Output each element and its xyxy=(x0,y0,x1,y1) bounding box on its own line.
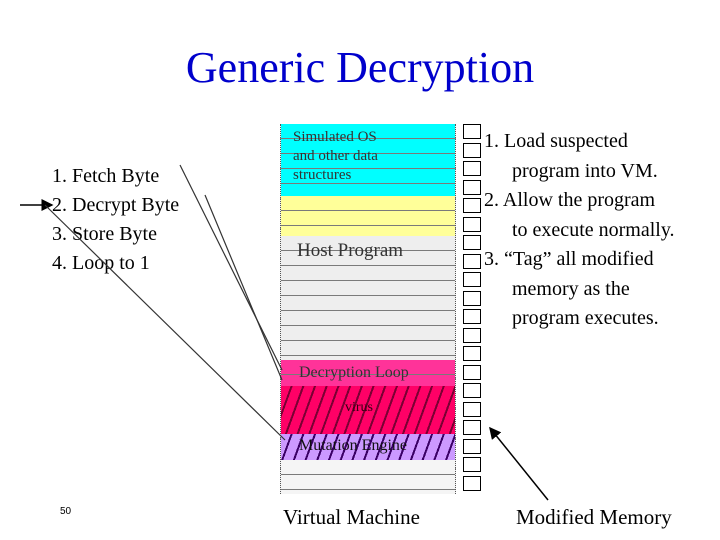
memory-cell xyxy=(463,327,481,343)
description-item-load: 1. Load suspected program into VM. xyxy=(484,130,658,182)
data-structures-region xyxy=(281,196,455,236)
memory-cell xyxy=(463,457,481,472)
process-description: 1. Load suspected program into VM. 2. Al… xyxy=(484,127,716,334)
decrypt-pointer-line-b xyxy=(44,204,286,441)
memory-cell xyxy=(463,475,481,491)
slide-title: Generic Decryption xyxy=(185,43,535,92)
memory-cell xyxy=(463,235,481,250)
memory-cell xyxy=(463,253,481,269)
mutation-engine-label: Mutation Engine xyxy=(299,437,407,454)
fetch-pointer-line xyxy=(179,164,283,371)
decryption-loop-label: Decryption Loop xyxy=(299,364,409,381)
memory-cell xyxy=(463,142,481,158)
memory-cell xyxy=(463,216,481,232)
host-program-region xyxy=(281,236,455,360)
memory-cell xyxy=(463,290,481,306)
memory-cell xyxy=(463,346,481,361)
step-decrypt-byte: 2. Decrypt Byte xyxy=(52,194,180,216)
description-item-tag: 3. “Tag” all modified memory as the prog… xyxy=(484,248,659,329)
memory-cell xyxy=(463,438,481,454)
decryption-loop-region xyxy=(281,360,455,386)
modified-memory-arrow xyxy=(489,426,549,501)
virtual-machine-caption: Virtual Machine xyxy=(283,505,420,529)
memory-cell xyxy=(463,124,481,139)
description-item-execute: 2. Allow the program to execute normally… xyxy=(484,189,675,241)
memory-cell xyxy=(463,383,481,398)
decryption-steps-list: 1. Fetch Byte 2. Decrypt Byte 3. Store B… xyxy=(52,162,179,278)
decrypt-pointer-line-a xyxy=(204,194,283,381)
memory-cell xyxy=(463,179,481,195)
simulated-os-region xyxy=(281,124,455,196)
empty-memory-region xyxy=(281,460,455,494)
memory-cell xyxy=(463,420,481,435)
memory-cell xyxy=(463,272,481,287)
mutation-engine-region xyxy=(281,434,455,460)
simulated-os-label: Simulated OS and other data structures xyxy=(293,129,378,183)
virus-label: virus xyxy=(345,400,373,415)
memory-cell xyxy=(463,198,481,213)
memory-cell xyxy=(463,161,481,176)
virus-region xyxy=(281,386,455,434)
memory-cell xyxy=(463,401,481,417)
modified-memory-caption: Modified Memory xyxy=(516,505,672,529)
step-fetch-byte: 1. Fetch Byte xyxy=(52,165,160,187)
memory-cell xyxy=(463,364,481,380)
memory-cell xyxy=(463,309,481,324)
host-program-label: Host Program xyxy=(297,240,404,261)
step-loop: 4. Loop to 1 xyxy=(52,252,150,274)
step-store-byte: 3. Store Byte xyxy=(52,223,157,245)
virtual-machine-block: Simulated OS and other data structures H… xyxy=(280,124,456,494)
slide-number: 50 xyxy=(60,506,72,517)
